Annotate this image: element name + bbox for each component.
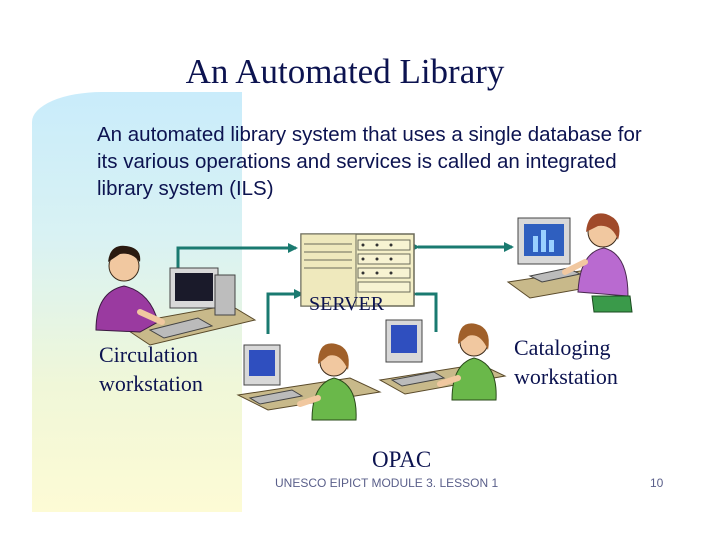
circulation-workstation-illustration	[95, 245, 257, 346]
connector-circulation-server	[173, 243, 298, 280]
circulation-label-line1: Circulation	[99, 342, 198, 367]
connector-server-opac	[266, 289, 304, 334]
slide-title: An Automated Library	[185, 52, 505, 91]
cataloging-label-line2: workstation	[514, 364, 618, 389]
top-right-workstation-illustration	[506, 213, 633, 313]
server-icon	[300, 233, 415, 307]
server-label: SERVER	[309, 293, 385, 315]
connector-server-cataloging	[408, 289, 438, 332]
opac-workstation-illustration	[236, 319, 507, 421]
page-number: 10	[650, 476, 664, 490]
cataloging-workstation-label: Cataloging workstation	[514, 333, 618, 391]
footer-text: UNESCO EIPICT MODULE 3. LESSON 1	[275, 476, 499, 490]
circulation-label-line2: workstation	[99, 371, 203, 396]
cataloging-label-line1: Cataloging	[514, 335, 611, 360]
opac-label: OPAC	[372, 447, 432, 472]
circulation-workstation-label: Circulation workstation	[99, 340, 203, 398]
slide-body-text: An automated library system that uses a …	[97, 123, 642, 200]
